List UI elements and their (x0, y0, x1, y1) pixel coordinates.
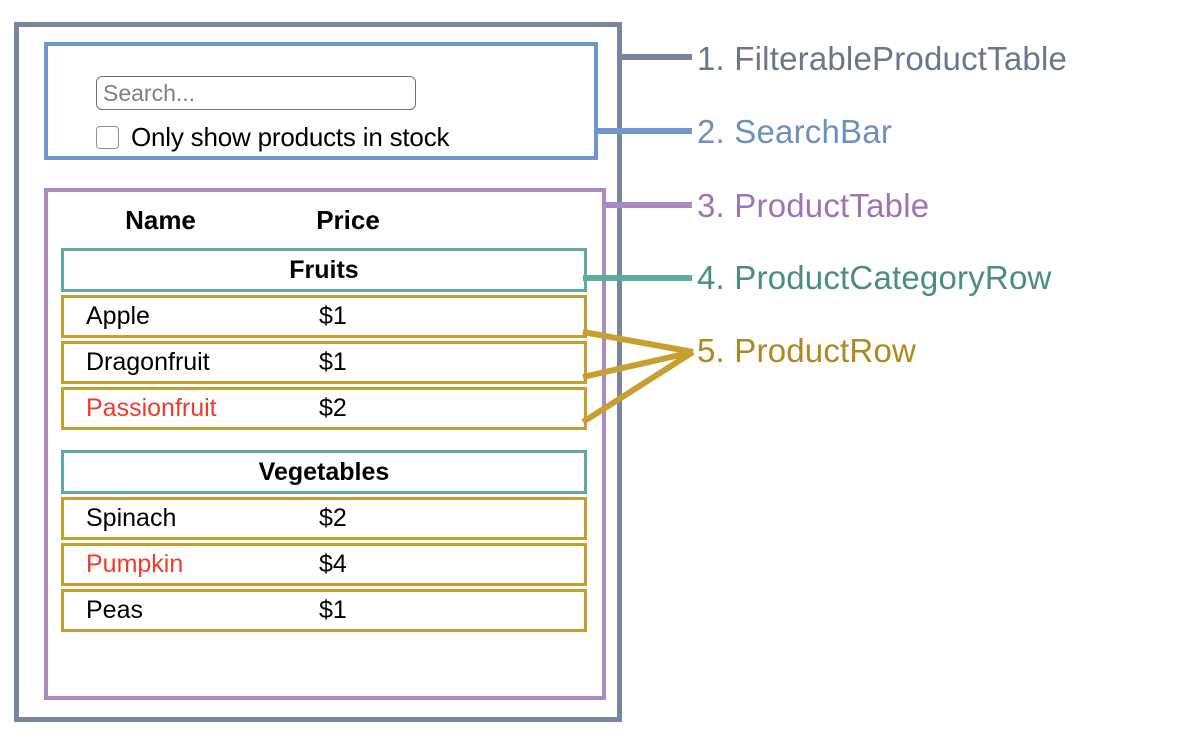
annotation-label-product-row: 5. ProductRow (697, 332, 917, 369)
product-name: Peas (86, 596, 143, 624)
product-price: $1 (319, 302, 347, 330)
product-name: Passionfruit (86, 394, 217, 422)
product-price: $2 (319, 504, 347, 532)
product-row[interactable]: Passionfruit $2 (61, 387, 587, 430)
product-row[interactable]: Dragonfruit $1 (61, 341, 587, 384)
product-row[interactable]: Pumpkin $4 (61, 543, 587, 586)
product-name: Pumpkin (86, 550, 184, 578)
product-table-frame: Name Price Fruits Apple $1 Dragonfruit $… (44, 188, 606, 700)
annotation-label-product-category-row: 4. ProductCategoryRow (697, 259, 1052, 296)
annotation-label-product-table: 3. ProductTable (697, 187, 930, 224)
product-category-row: Vegetables (61, 450, 587, 494)
product-category-row: Fruits (61, 248, 587, 292)
category-label: Fruits (289, 255, 359, 284)
product-price: $4 (319, 550, 347, 578)
leader-line-5c (581, 349, 695, 425)
product-price: $1 (319, 596, 347, 624)
category-label: Vegetables (258, 457, 390, 486)
annotation-label-filterable-product-table: 1. FilterableProductTable (697, 40, 1068, 77)
product-price: $2 (319, 394, 347, 422)
in-stock-filter-row[interactable]: Only show products in stock (96, 120, 449, 154)
search-input[interactable] (96, 76, 416, 110)
column-header-name: Name (125, 204, 196, 235)
product-price: $1 (319, 348, 347, 376)
column-header-price: Price (316, 204, 380, 235)
product-name: Apple (86, 302, 150, 330)
leader-line-5b (582, 349, 694, 380)
table-header-row: Name Price (48, 198, 586, 242)
leader-line-5a (582, 329, 694, 355)
in-stock-label: Only show products in stock (131, 121, 450, 152)
product-name: Spinach (86, 504, 177, 532)
search-bar-frame: Only show products in stock (44, 42, 598, 160)
product-name: Dragonfruit (86, 348, 210, 376)
in-stock-checkbox[interactable] (96, 125, 119, 149)
product-row[interactable]: Apple $1 (61, 295, 587, 338)
product-rows-container: Fruits Apple $1 Dragonfruit $1 Passionfr… (61, 248, 587, 635)
product-row[interactable]: Spinach $2 (61, 497, 587, 540)
product-row[interactable]: Peas $1 (61, 589, 587, 632)
annotation-label-search-bar: 2. SearchBar (697, 113, 893, 150)
